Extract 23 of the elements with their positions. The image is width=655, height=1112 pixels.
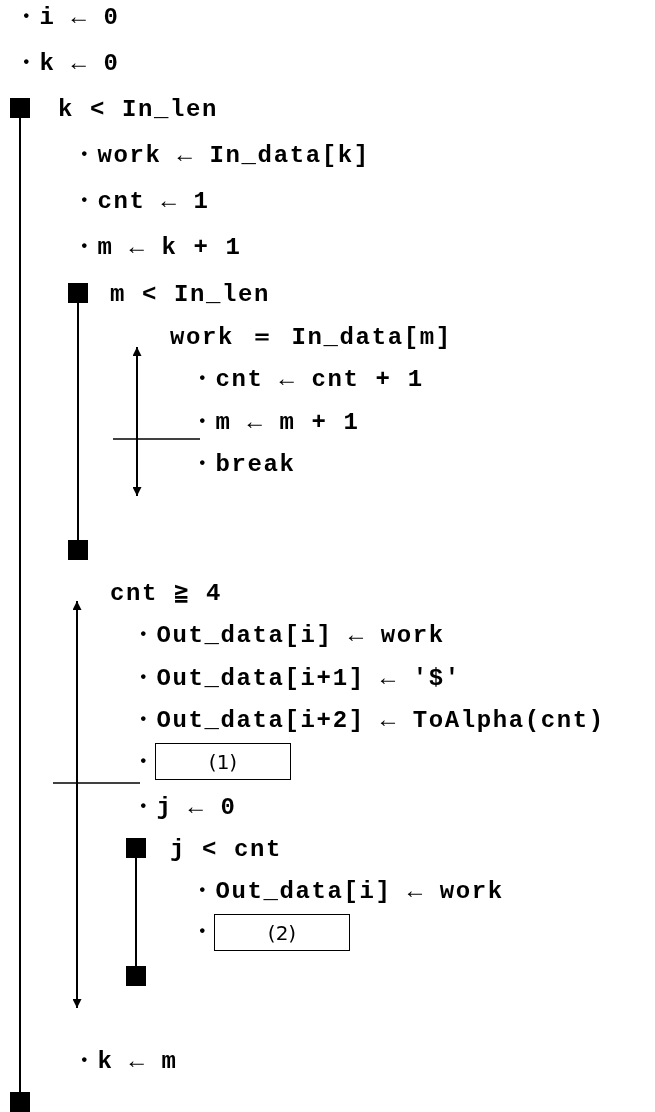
code-line: m < In_len xyxy=(110,280,271,310)
code-line: ・k ← 0 xyxy=(14,49,120,79)
code-line: ・work ← In_data[k] xyxy=(72,141,370,171)
code-line: ・cnt ← cnt + 1 xyxy=(190,365,424,395)
code-line: k < In_len xyxy=(58,95,219,125)
answer-box: (1) xyxy=(155,743,291,780)
code-line: ・break xyxy=(190,450,296,480)
code-line: ・m ← m + 1 xyxy=(190,408,360,438)
code-line: ・Out_data[i] ← work xyxy=(190,877,504,907)
code-line: work ＝ In_data[m] xyxy=(170,323,452,353)
code-line: j < cnt xyxy=(170,835,283,865)
code-line: ・cnt ← 1 xyxy=(72,187,210,217)
code-line: ・m ← k + 1 xyxy=(72,233,242,263)
code-line: ・Out_data[i+1] ← '$' xyxy=(131,664,461,694)
answer-box: (2) xyxy=(214,914,350,951)
code-line: ・j ← 0 xyxy=(131,793,237,823)
code-line: cnt ≧ 4 xyxy=(110,579,223,609)
bullet-mark: ・ xyxy=(190,918,216,948)
code-line: ・k ← m xyxy=(72,1047,178,1077)
code-line: ・i ← 0 xyxy=(14,3,120,33)
bullet-mark: ・ xyxy=(131,748,157,778)
code-line: ・Out_data[i+2] ← ToAlpha(cnt) xyxy=(131,706,605,736)
code-line: ・Out_data[i] ← work xyxy=(131,621,445,651)
